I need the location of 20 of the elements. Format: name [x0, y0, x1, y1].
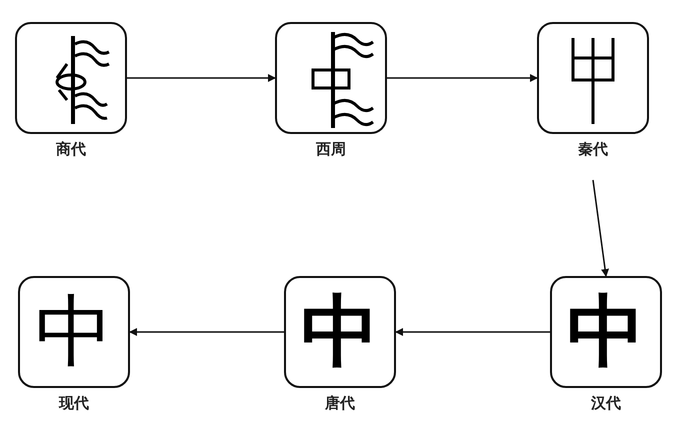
- character: 中: [300, 286, 380, 378]
- glyph-box: [18, 276, 130, 388]
- character: 中: [566, 286, 646, 378]
- era-caption: 商代: [56, 140, 86, 159]
- character: 中: [34, 286, 114, 378]
- glyph-box: [537, 22, 649, 134]
- era-caption: 西周: [316, 140, 346, 159]
- era-caption: 唐代: [325, 394, 355, 413]
- arrow: [127, 74, 276, 82]
- glyph-box: [15, 22, 127, 134]
- arrow: [129, 328, 284, 336]
- era-caption: 汉代: [591, 394, 621, 413]
- glyph-box: [275, 22, 387, 134]
- era-caption: 秦代: [578, 140, 608, 159]
- arrow: [387, 74, 538, 82]
- glyph-box: [550, 276, 662, 388]
- glyph-box: [284, 276, 396, 388]
- arrow: [592, 180, 610, 277]
- era-caption: 现代: [59, 394, 89, 413]
- arrow: [395, 328, 550, 336]
